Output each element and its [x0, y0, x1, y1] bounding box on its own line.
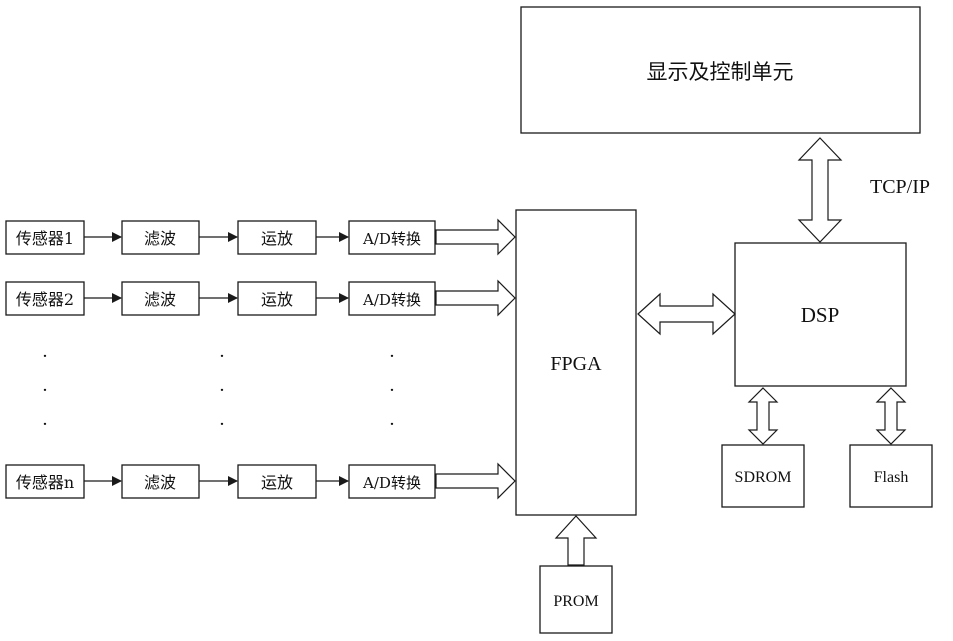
dsp-sdrom-double-arrow [749, 388, 777, 444]
adc-1-label: A/D转换 [362, 230, 421, 248]
channel-1: 传感器1 滤波 运放 A/D转换 [6, 220, 515, 254]
adc-2-label: A/D转换 [362, 291, 421, 309]
fpga-block: FPGA [516, 210, 636, 515]
flash-label: Flash [874, 469, 909, 486]
amp-n-label: 运放 [261, 473, 293, 492]
ellipsis-dot: · [219, 346, 225, 367]
prom-fpga-arrow [556, 516, 596, 565]
sensor-2-label: 传感器2 [16, 290, 74, 309]
fpga-label: FPGA [550, 353, 602, 375]
fpga-dsp-double-arrow [638, 294, 735, 334]
flash-block: Flash [850, 445, 932, 507]
sensor-1-label: 传感器1 [16, 229, 74, 248]
channel-n: 传感器n 滤波 运放 A/D转换 [6, 464, 515, 498]
sensor-n-label: 传感器n [16, 473, 74, 492]
filter-2-label: 滤波 [144, 290, 176, 309]
ellipsis-dot: · [389, 346, 395, 367]
sdrom-block: SDROM [722, 445, 804, 507]
ellipsis-dot: · [389, 380, 395, 401]
amp-2-label: 运放 [261, 290, 293, 309]
prom-block: PROM [540, 566, 612, 633]
sdrom-label: SDROM [735, 469, 792, 486]
amp-1-label: 运放 [261, 229, 293, 248]
ellipsis-dot: · [42, 346, 48, 367]
ellipsis-dot: · [219, 380, 225, 401]
channel-2: 传感器2 滤波 运放 A/D转换 [6, 281, 515, 315]
adc-1-to-fpga-arrow [436, 220, 515, 254]
adc-2-to-fpga-arrow [436, 281, 515, 315]
ellipsis-dot: · [42, 414, 48, 435]
display-control-unit: 显示及控制单元 [521, 7, 920, 133]
prom-label: PROM [553, 593, 598, 610]
tcpip-label: TCP/IP [870, 176, 930, 198]
ellipsis-dot: · [389, 414, 395, 435]
display-control-unit-label: 显示及控制单元 [647, 60, 794, 84]
ellipsis-dot: · [219, 414, 225, 435]
dsp-flash-double-arrow [877, 388, 905, 444]
filter-1-label: 滤波 [144, 229, 176, 248]
dsp-block: DSP [735, 243, 906, 386]
adc-n-label: A/D转换 [362, 474, 421, 492]
ellipsis-dot: · [42, 380, 48, 401]
dsp-label: DSP [801, 303, 840, 327]
tcpip-double-arrow [799, 138, 841, 242]
adc-n-to-fpga-arrow [436, 464, 515, 498]
channel-ellipsis: · · · · · · · · · [42, 346, 395, 435]
filter-n-label: 滤波 [144, 473, 176, 492]
